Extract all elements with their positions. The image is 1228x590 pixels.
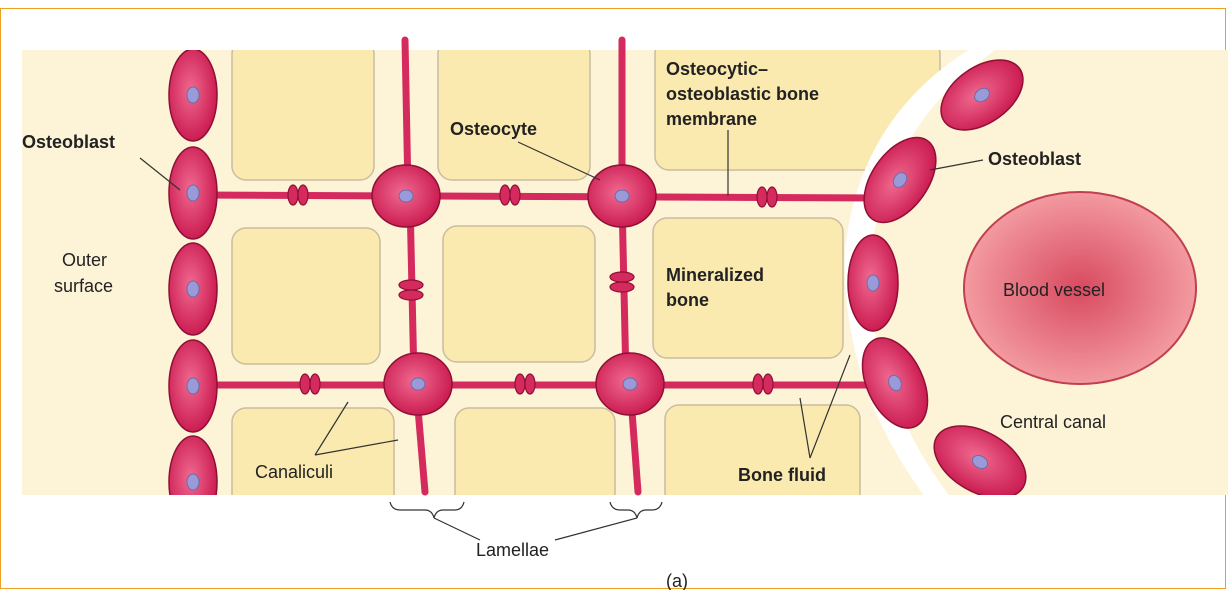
label-bone-fluid: Bone fluid — [738, 465, 826, 485]
osteoblast-cell — [169, 49, 217, 141]
label-membrane-line1: Osteocytic– — [666, 59, 768, 79]
label-lamellae: Lamellae — [476, 540, 549, 560]
osteoblast-cell — [169, 147, 217, 239]
osteoblast-cell — [169, 243, 217, 335]
osteoblast-cell — [169, 340, 217, 432]
label-mineralized-line2: bone — [666, 290, 709, 310]
label-membrane-line2: osteoblastic bone — [666, 84, 819, 104]
label-osteocyte: Osteocyte — [450, 119, 537, 139]
osteoblasts-outer — [169, 49, 217, 528]
label-panel: (a) — [666, 571, 688, 590]
mineralized-blocks — [232, 40, 940, 518]
osteocyte-cell — [384, 353, 452, 415]
osteocyte-cell — [372, 165, 440, 227]
label-outer-surface-line2: surface — [54, 276, 113, 296]
osteoblast-cell — [169, 436, 217, 528]
label-canaliculi: Canaliculi — [255, 462, 333, 482]
label-membrane-line3: membrane — [666, 109, 757, 129]
osteoblast-cell — [848, 235, 898, 331]
label-mineralized-line1: Mineralized — [666, 265, 764, 285]
label-osteoblast-outer: Osteoblast — [22, 132, 115, 152]
osteocyte-cell — [588, 165, 656, 227]
label-central-canal: Central canal — [1000, 412, 1106, 432]
label-blood-vessel: Blood vessel — [1003, 280, 1105, 300]
label-osteoblast-canal: Osteoblast — [988, 149, 1081, 169]
label-outer-surface-line1: Outer — [62, 250, 107, 270]
osteocyte-cell — [596, 353, 664, 415]
